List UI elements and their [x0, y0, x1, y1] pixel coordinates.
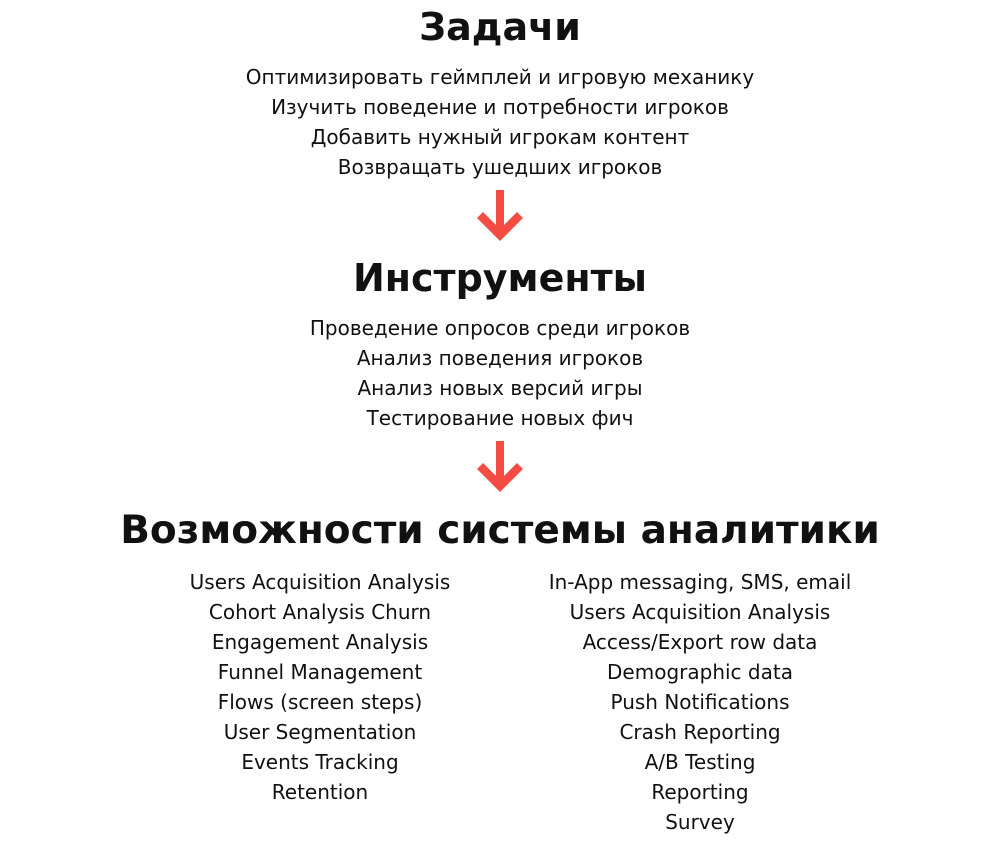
list-item: Events Tracking: [241, 750, 399, 774]
arrow-down-icon: [477, 441, 523, 492]
list-item: Анализ поведения игроков: [356, 346, 644, 370]
list-item: Изучить поведение и потребности игроков: [271, 95, 729, 119]
list-item: Проведение опросов среди игроков: [309, 316, 691, 340]
list-item: Users Acquisition Analysis: [569, 600, 831, 624]
list-item: Оптимизировать геймплей и игровую механи…: [245, 65, 755, 89]
list-item: Funnel Management: [217, 660, 423, 684]
list-item: Users Acquisition Analysis: [189, 570, 451, 594]
list-item: Access/Export row data: [582, 630, 818, 654]
tasks-list: Оптимизировать геймплей и игровую механи…: [200, 62, 800, 182]
tasks-heading: Задачи: [419, 5, 581, 49]
tools-list: Проведение опросов среди игроков Анализ …: [200, 313, 800, 433]
list-item: Demographic data: [607, 660, 793, 684]
list-item: Reporting: [651, 780, 749, 804]
capabilities-heading: Возможности системы аналитики: [120, 508, 880, 553]
arrow-down-icon: [477, 190, 523, 241]
list-item: Возвращать ушедших игроков: [337, 155, 663, 179]
capabilities-left-list: Users Acquisition Analysis Cohort Analys…: [120, 567, 520, 807]
list-item: Анализ новых версий игры: [357, 376, 643, 400]
list-item: Crash Reporting: [619, 720, 781, 744]
list-item: In-App messaging, SMS, email: [548, 570, 852, 594]
capabilities-right-list: In-App messaging, SMS, email Users Acqui…: [500, 567, 900, 837]
list-item: Flows (screen steps): [217, 690, 423, 714]
list-item: Тестирование новых фич: [366, 406, 634, 430]
list-item: Push Notifications: [610, 690, 790, 714]
list-item: Engagement Analysis: [211, 630, 429, 654]
list-item: User Segmentation: [223, 720, 417, 744]
list-item: Cohort Analysis Churn: [208, 600, 432, 624]
arrow-down-icon-shape: [477, 441, 523, 492]
list-item: A/B Testing: [644, 750, 756, 774]
list-item: Survey: [665, 810, 735, 834]
tools-heading: Инструменты: [352, 256, 648, 300]
list-item: Добавить нужный игрокам контент: [310, 125, 690, 149]
arrow-down-icon-shape: [477, 190, 523, 241]
list-item: Retention: [271, 780, 369, 804]
